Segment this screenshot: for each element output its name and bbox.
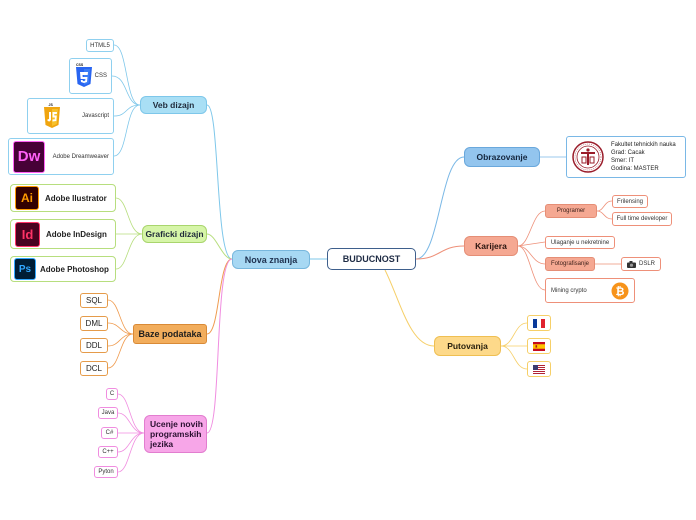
baze-podataka-node[interactable]: Baze podataka bbox=[133, 324, 207, 344]
photoshop-label: Adobe Photoshop bbox=[40, 264, 109, 274]
ucenje-line-1: Ucenje novih bbox=[150, 419, 203, 429]
info-fakultet: Fakultet tehnickih nauka bbox=[611, 142, 676, 148]
flag-france-node[interactable] bbox=[527, 315, 551, 331]
ucenje-line-2: programskih bbox=[150, 429, 202, 439]
frilensing-node[interactable]: Frilensing bbox=[612, 195, 648, 208]
photoshop-logo-text: Ps bbox=[18, 263, 32, 275]
spain-flag-icon bbox=[533, 341, 545, 351]
flag-usa-node[interactable] bbox=[527, 361, 551, 377]
ulaganje-node[interactable]: Ulaganje u nekretnine bbox=[545, 236, 615, 249]
dreamweaver-label: Adobe Dreamweaver bbox=[52, 153, 109, 160]
javascript-label: Javascript bbox=[81, 113, 109, 119]
dreamweaver-node[interactable]: Dw Adobe Dreamweaver bbox=[8, 138, 114, 175]
info-godina: Godina: MASTER bbox=[611, 166, 659, 172]
obrazovanje-node[interactable]: Obrazovanje bbox=[464, 147, 540, 167]
camera-icon bbox=[626, 260, 636, 268]
lang-java-node[interactable]: Java bbox=[98, 407, 118, 419]
usa-flag-icon bbox=[533, 364, 545, 374]
photoshop-node[interactable]: Ps Adobe Photoshop bbox=[10, 256, 116, 282]
graficki-dizajn-node[interactable]: Graficki dizajn bbox=[142, 225, 207, 243]
obrazovanje-info-text: Fakultet tehnickih nauka Grad: Cacak Sme… bbox=[611, 141, 676, 173]
illustrator-label: Adobe Ilustrator bbox=[45, 193, 107, 203]
dslr-label: DSLR bbox=[638, 261, 655, 267]
flag-spain-node[interactable] bbox=[527, 338, 551, 354]
html5-node[interactable]: HTML5 bbox=[86, 39, 114, 52]
dml-node[interactable]: DML bbox=[80, 316, 108, 331]
nova-znanja-node[interactable]: Nova znanja bbox=[232, 250, 310, 269]
dreamweaver-logo-text: Dw bbox=[17, 148, 41, 165]
svg-text:JS: JS bbox=[49, 103, 54, 107]
html5-label: HTML5 bbox=[90, 42, 110, 49]
dcl-node[interactable]: DCL bbox=[80, 361, 108, 376]
full-time-developer-node[interactable]: Full time developer bbox=[612, 212, 672, 226]
svg-text:₿: ₿ bbox=[616, 285, 625, 298]
lang-python-node[interactable]: Pyton bbox=[94, 466, 118, 478]
photoshop-icon: Ps bbox=[14, 258, 36, 280]
lang-csharp-node[interactable]: C# bbox=[101, 427, 118, 439]
indesign-label: Adobe InDesign bbox=[46, 229, 107, 239]
mining-crypto-node[interactable]: Mining crypto ₿ bbox=[545, 278, 635, 303]
lang-cpp-node[interactable]: C++ bbox=[98, 446, 118, 458]
putovanja-node[interactable]: Putovanja bbox=[434, 336, 501, 356]
javascript-node[interactable]: JS Javascript bbox=[27, 98, 114, 134]
fotografisanje-node[interactable]: Fotografisanje bbox=[545, 257, 595, 271]
veb-dizajn-node[interactable]: Veb dizajn bbox=[140, 96, 207, 114]
programer-node[interactable]: Programer bbox=[545, 204, 597, 218]
sql-node[interactable]: SQL bbox=[80, 293, 108, 308]
dslr-node[interactable]: DSLR bbox=[621, 257, 661, 271]
ucenje-line-3: jezika bbox=[150, 439, 174, 449]
indesign-node[interactable]: Id Adobe InDesign bbox=[10, 219, 116, 249]
bitcoin-icon: ₿ bbox=[611, 282, 629, 299]
lang-c-node[interactable]: C bbox=[106, 388, 118, 400]
faculty-seal-icon bbox=[572, 141, 604, 173]
ucenje-jezika-node[interactable]: Ucenje novih programskih jezika bbox=[144, 415, 207, 453]
illustrator-node[interactable]: Ai Adobe Ilustrator bbox=[10, 184, 116, 212]
js-shield-icon: JS bbox=[44, 103, 60, 128]
css-node[interactable]: CSS CSS bbox=[69, 58, 112, 94]
illustrator-icon: Ai bbox=[15, 186, 39, 210]
obrazovanje-info-node[interactable]: Fakultet tehnickih nauka Grad: Cacak Sme… bbox=[566, 136, 686, 178]
svg-text:CSS: CSS bbox=[76, 63, 84, 67]
indesign-logo-text: Id bbox=[21, 226, 34, 242]
illustrator-logo-text: Ai bbox=[21, 191, 33, 205]
indesign-icon: Id bbox=[15, 221, 40, 247]
karijera-node[interactable]: Karijera bbox=[464, 236, 518, 256]
france-flag-icon bbox=[533, 318, 545, 328]
info-grad: Grad: Cacak bbox=[611, 150, 645, 156]
root-node[interactable]: BUDUCNOST bbox=[327, 248, 416, 270]
css3-shield-icon: CSS bbox=[76, 63, 92, 87]
dreamweaver-icon: Dw bbox=[13, 140, 45, 173]
mining-crypto-label: Mining crypto bbox=[551, 287, 587, 294]
info-smer: Smer: IT bbox=[611, 158, 635, 164]
css-label: CSS bbox=[94, 73, 107, 79]
ddl-node[interactable]: DDL bbox=[80, 338, 108, 353]
